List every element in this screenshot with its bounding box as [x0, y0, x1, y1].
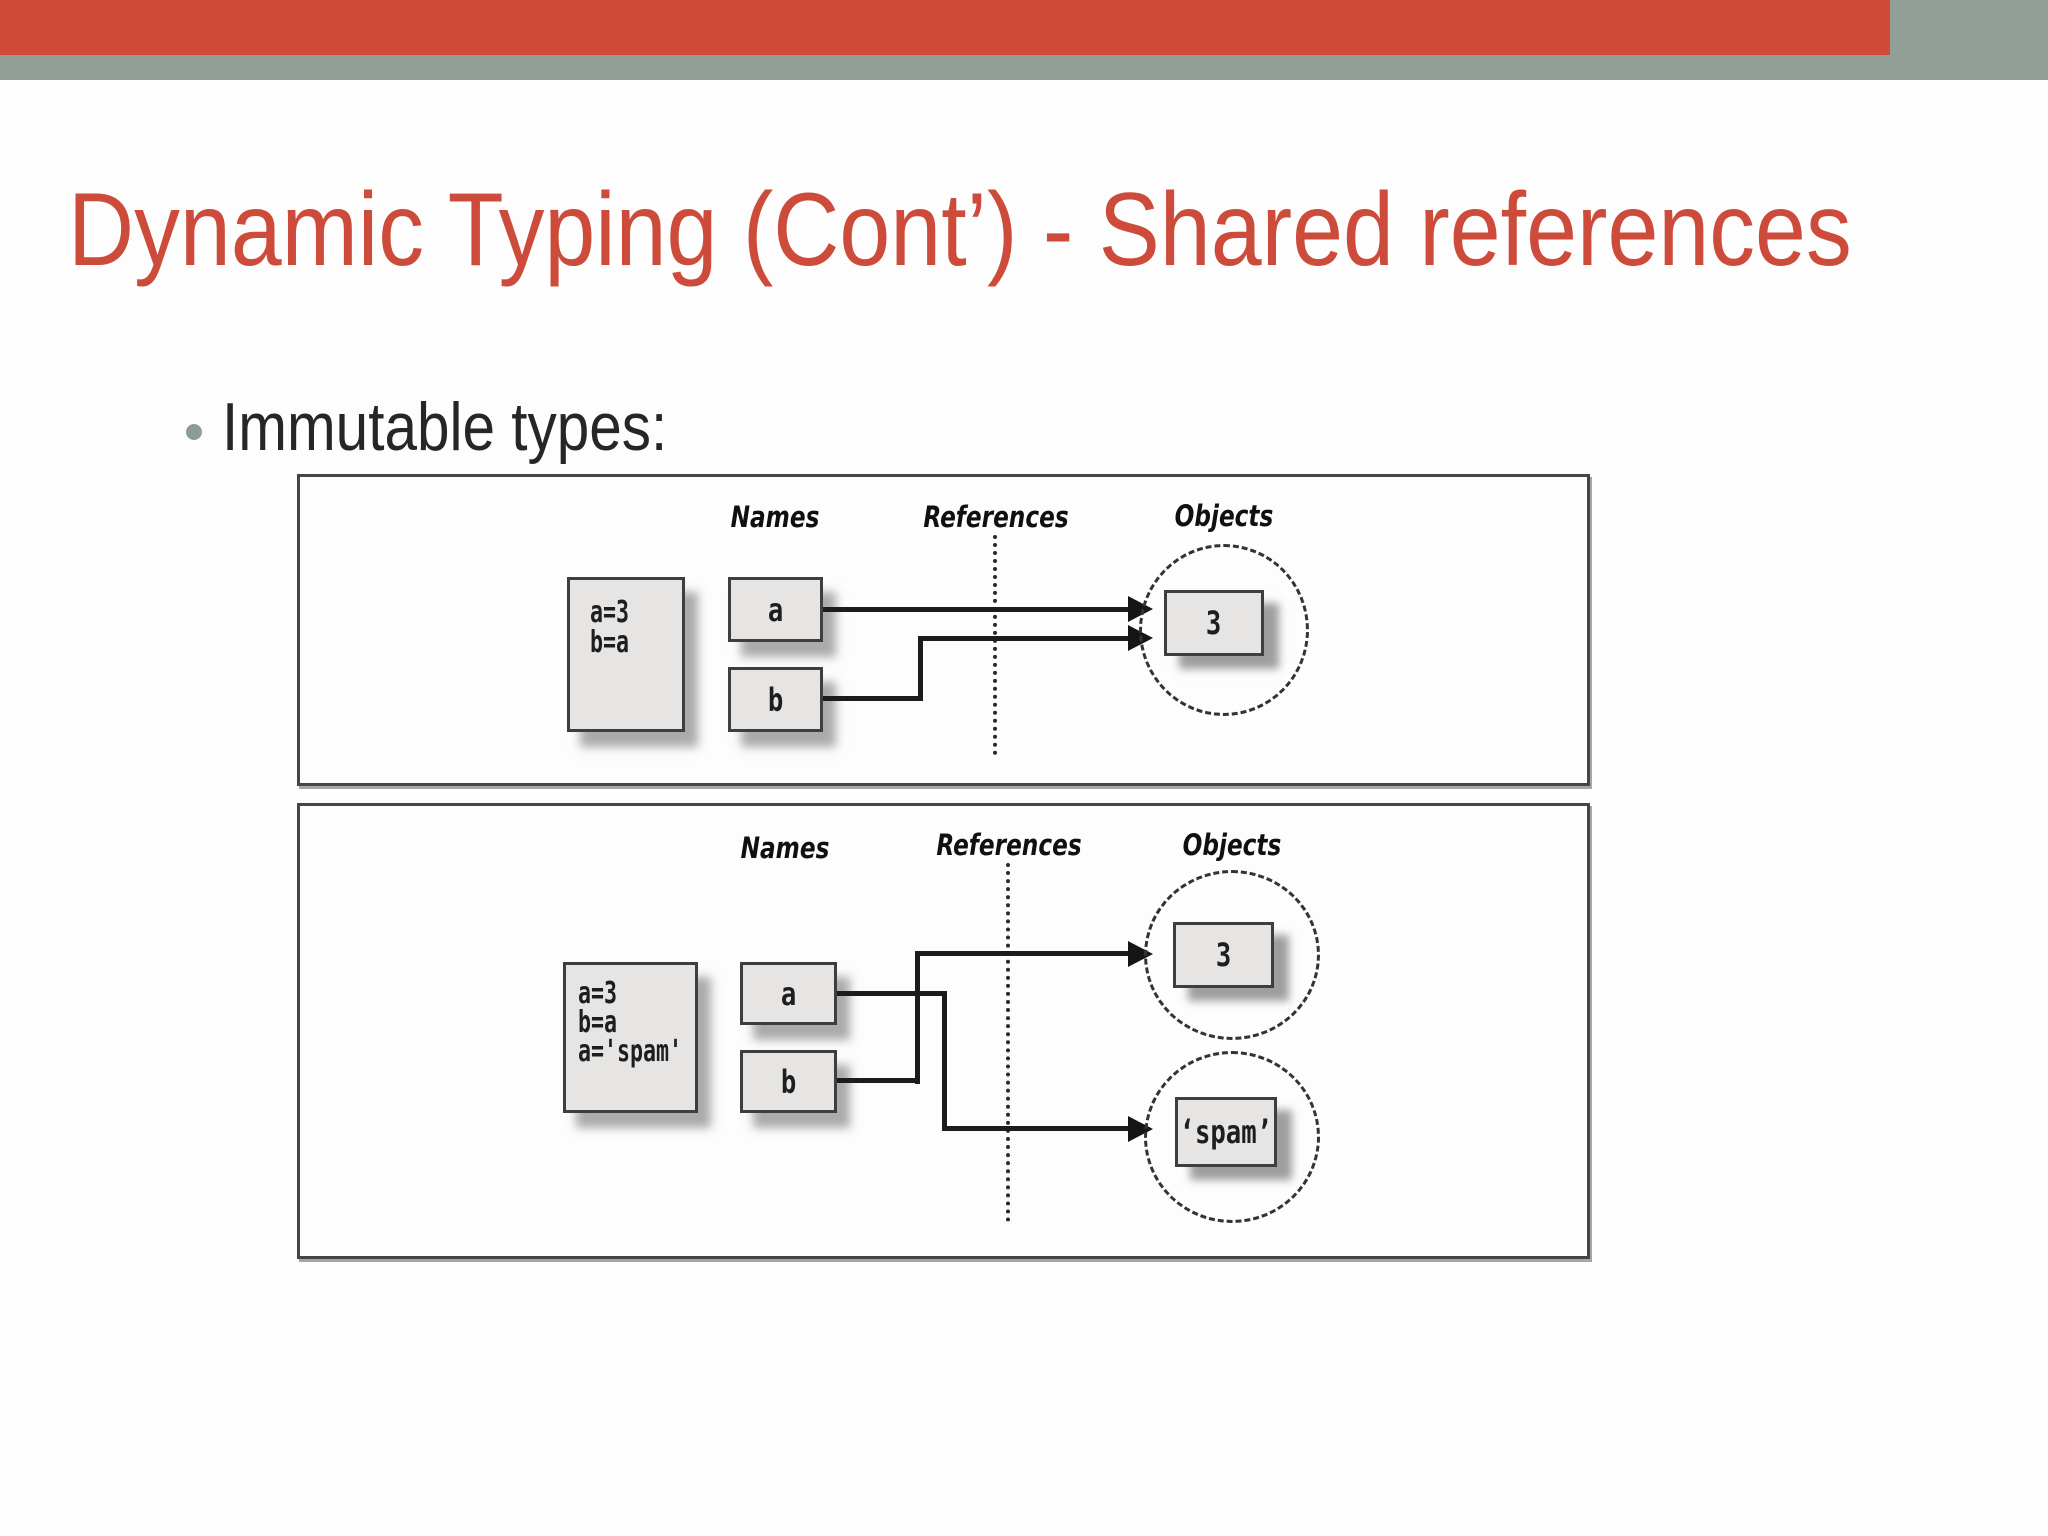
name-box-b-label: b	[767, 680, 784, 719]
code-line: b=a	[590, 625, 630, 660]
page-title: Dynamic Typing (Cont’) - Shared referenc…	[68, 172, 1852, 288]
arrow-b-segment2	[915, 952, 920, 1084]
name-box-b: b	[740, 1050, 837, 1113]
code-line: a=3	[590, 595, 630, 630]
object-box-spam: ‘spam’	[1175, 1097, 1277, 1167]
code-box: a=3 b=a	[567, 577, 685, 732]
arrow-b-segment3	[918, 636, 1128, 641]
object-box-3: 3	[1173, 922, 1274, 988]
arrow-a-segment3	[942, 1126, 1128, 1131]
name-box-a: a	[740, 962, 837, 1025]
object-box-3-label: 3	[1215, 936, 1232, 974]
object-box-spam-label: ‘spam’	[1179, 1113, 1273, 1151]
object-box-3: 3	[1164, 590, 1264, 656]
column-header-objects: Objects	[1174, 499, 1274, 533]
figure-immutable-rebind: Names References Objects a=3 b=a a='spam…	[297, 803, 1590, 1259]
arrow-b-segment1	[837, 1078, 920, 1083]
name-box-a-label: a	[767, 590, 784, 629]
bullet-text: Immutable types:	[222, 389, 668, 465]
arrow-b-segment1	[823, 696, 923, 701]
arrow-a-segment1	[837, 991, 947, 996]
object-circle-3	[1139, 544, 1309, 716]
code-line: b=a	[578, 1005, 618, 1040]
object-box-3-label: 3	[1206, 604, 1222, 642]
references-divider-line	[1006, 863, 1010, 1222]
code-box: a=3 b=a a='spam'	[563, 962, 698, 1113]
arrow-b-segment2	[918, 636, 923, 701]
name-box-b-label: b	[780, 1062, 797, 1101]
figure-immutable-shared-ref: Names References Objects a=3 b=a a b 3	[297, 474, 1590, 786]
object-circle-spam	[1144, 1051, 1320, 1223]
references-divider-line	[993, 535, 997, 755]
name-box-a-label: a	[780, 974, 797, 1013]
code-line: a=3	[578, 976, 618, 1011]
arrow-a-to-3-line	[823, 607, 1128, 612]
column-header-names: Names	[730, 500, 820, 534]
column-header-references: References	[923, 500, 1069, 534]
name-box-a: a	[728, 577, 823, 642]
name-box-b: b	[728, 667, 823, 732]
code-line: a='spam'	[578, 1034, 683, 1069]
arrow-a-segment2	[942, 991, 947, 1131]
top-accent-bar	[0, 0, 1890, 55]
column-header-objects: Objects	[1182, 828, 1282, 862]
column-header-references: References	[936, 828, 1082, 862]
arrow-b-segment3	[915, 951, 1128, 956]
object-circle-3	[1144, 870, 1320, 1040]
column-header-names: Names	[740, 831, 830, 865]
bullet-icon	[186, 424, 202, 440]
